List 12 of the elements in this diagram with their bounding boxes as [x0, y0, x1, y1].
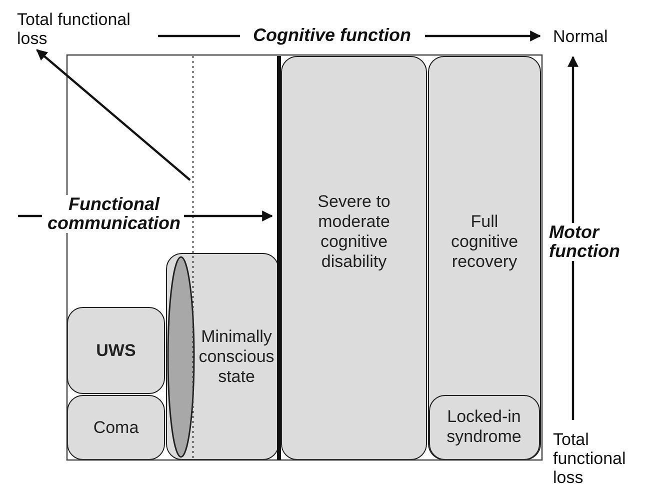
- state-label: Coma: [92, 418, 140, 438]
- state-box: [428, 394, 540, 460]
- state-box: [67, 395, 165, 460]
- state-box: [428, 56, 541, 460]
- state-box: [166, 253, 279, 460]
- state-label: Severe to moderate cognitive disability: [316, 192, 392, 272]
- state-label: Locked-in syndrome: [446, 407, 522, 447]
- state-label: Full cognitive recovery: [450, 212, 520, 272]
- state-label: UWS: [95, 340, 137, 360]
- state-box: [281, 56, 427, 460]
- state-box: [67, 307, 165, 394]
- state-label: Minimally conscious state: [198, 326, 276, 386]
